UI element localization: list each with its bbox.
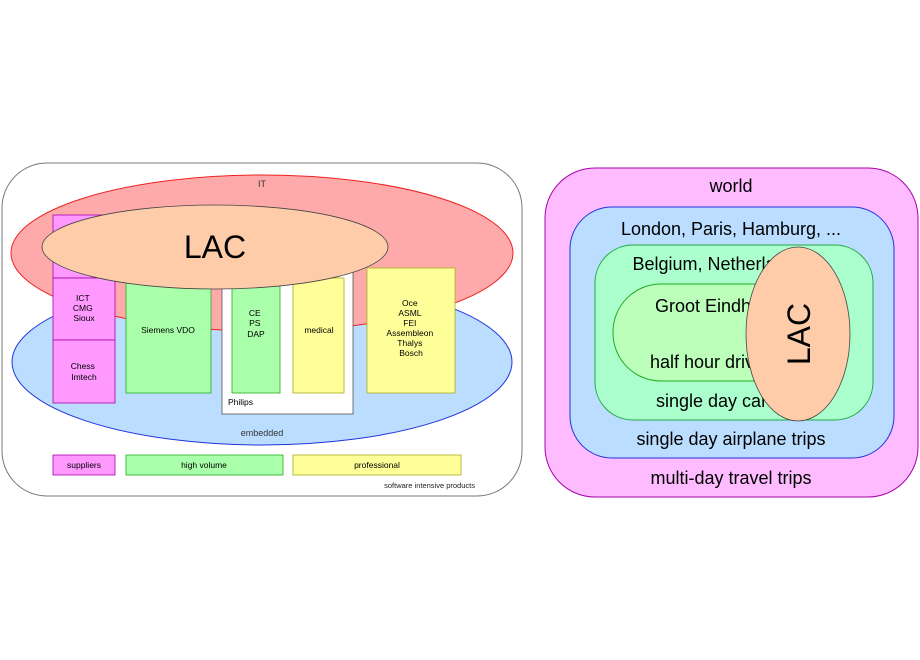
professional-box: [366, 267, 456, 394]
single-day-airplane-label: single day airplane trips: [636, 429, 825, 449]
legend-high-volume: [125, 454, 284, 476]
supplier-text-ict: ICT CMG Sioux: [73, 293, 95, 323]
philips-label: Philips: [228, 397, 253, 407]
professional-text: Oce ASML FEI Assembleon Thalys Bosch: [386, 298, 435, 358]
supplier-box-chess: [52, 339, 116, 404]
medical-label: medical: [304, 325, 333, 335]
right-diagram: world London, Paris, Hamburg, ... Belgiu…: [544, 167, 919, 498]
supplier-text-chess: Chess Imtech: [71, 361, 97, 382]
medical-box: [292, 277, 345, 394]
it-label: IT: [258, 179, 267, 189]
legend-professional-label: professional: [354, 460, 400, 470]
lac-ellipse-right: [745, 246, 851, 422]
multi-day-label: multi-day travel trips: [650, 468, 811, 488]
legend-suppliers-label: suppliers: [67, 460, 101, 470]
embedded-label: embedded: [241, 428, 284, 438]
cities-label: London, Paris, Hamburg, ...: [621, 219, 841, 239]
left-diagram: IT embedded ICT CMG Sioux Chess Imtech S…: [1, 162, 523, 497]
lac-label-right: LAC: [781, 303, 817, 365]
half-hour-label: half hour drive: [650, 352, 764, 372]
legend-high-volume-label: high volume: [181, 460, 227, 470]
lac-ellipse-left: [41, 204, 389, 290]
ce-text: CE PS DAP: [247, 308, 265, 339]
caption: software intensive products: [384, 481, 475, 490]
siemens-label: Siemens VDO: [141, 325, 195, 335]
legend-suppliers: [52, 454, 116, 476]
siemens-box: [125, 277, 212, 394]
legend-professional: [292, 454, 462, 476]
world-label: world: [708, 176, 752, 196]
lac-label-left: LAC: [184, 229, 246, 265]
ce-box: [231, 277, 281, 394]
